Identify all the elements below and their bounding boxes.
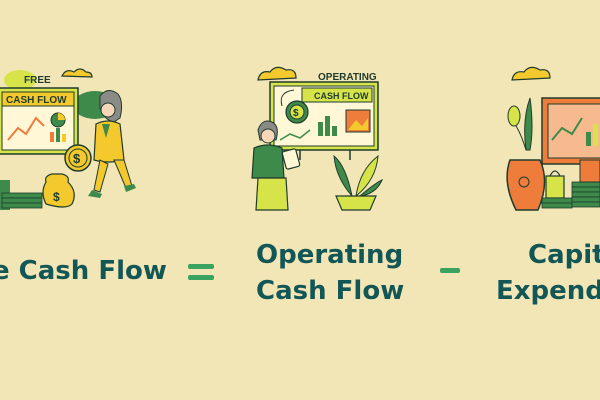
coin-inner-ring xyxy=(68,148,88,168)
person-shoe xyxy=(88,190,102,198)
bar-mark xyxy=(62,134,66,142)
bag-handle xyxy=(549,170,561,177)
capital-term-line2: Expendi xyxy=(496,276,600,306)
operating-term-line1: Operating xyxy=(256,240,404,270)
vase-shape xyxy=(506,159,546,211)
capital-expenditure-illustration xyxy=(506,66,600,211)
trend-line xyxy=(551,117,583,141)
equals-sign-bottom xyxy=(188,275,214,280)
capital-term-line1: Capit xyxy=(528,240,600,270)
cash-stack xyxy=(571,196,600,203)
free-cash-flow-term: e Cash Flow xyxy=(0,256,167,286)
equals-sign-top xyxy=(188,264,214,269)
bar-mark xyxy=(56,128,60,142)
coin-symbol: $ xyxy=(73,151,81,166)
person-head xyxy=(260,128,276,144)
free-cash-flow-illustration: CASH FLOW FREE $ $ xyxy=(0,68,136,210)
shopping-bag-icon xyxy=(545,175,565,199)
plant-leaf xyxy=(524,97,533,151)
person-head xyxy=(100,102,116,118)
board-title-banner xyxy=(1,91,75,107)
coin-inner-ring xyxy=(289,104,305,120)
money-bag-symbol: $ xyxy=(53,190,60,204)
cash-stack xyxy=(571,186,600,193)
cash-stack xyxy=(571,191,600,198)
bush-shape xyxy=(4,70,36,90)
person-shirt xyxy=(251,144,285,179)
bar-mark xyxy=(586,132,591,146)
plant-leaf xyxy=(333,154,353,198)
person-leg xyxy=(113,159,133,189)
cloud-icon xyxy=(511,66,551,81)
person-skirt xyxy=(255,177,289,211)
pie-slice xyxy=(58,113,65,120)
cash-stack xyxy=(541,202,573,209)
vase-pattern xyxy=(518,176,530,188)
free-sign-label: FREE xyxy=(24,75,51,86)
cloud-icon xyxy=(257,66,297,81)
person-leg xyxy=(93,159,109,193)
person-collar xyxy=(102,124,110,138)
cash-stack xyxy=(571,201,600,208)
cloud-icon xyxy=(61,68,93,78)
plant-leaf xyxy=(507,105,521,127)
box-shape xyxy=(579,159,600,183)
money-bag-icon xyxy=(42,173,75,208)
bar-mark xyxy=(325,116,330,136)
operating-term-line2: Cash Flow xyxy=(256,276,405,306)
plant-leaf xyxy=(355,154,379,198)
board-title: CASH FLOW xyxy=(6,95,67,106)
cash-stack xyxy=(1,197,43,204)
plant-leaf xyxy=(358,178,383,197)
operating-sign-label: OPERATING xyxy=(318,72,377,83)
bar-mark xyxy=(50,132,54,142)
mountain-shape xyxy=(348,118,368,130)
cash-stack xyxy=(1,192,43,199)
coin-symbol: $ xyxy=(293,108,299,119)
trend-line xyxy=(279,129,311,141)
minus-sign xyxy=(440,268,460,273)
operating-cash-flow-illustration: CASH FLOW $ OPERATING xyxy=(251,66,383,211)
plant-pot xyxy=(335,195,377,211)
board-title: CASH FLOW xyxy=(314,91,369,101)
cash-stack xyxy=(571,181,600,188)
cash-stack xyxy=(1,202,43,209)
trend-line xyxy=(7,116,45,141)
bar-mark xyxy=(332,126,337,136)
cycle-arrow xyxy=(280,89,295,107)
person-shoe xyxy=(124,184,136,192)
board-title-banner xyxy=(301,87,373,103)
cash-stack xyxy=(541,197,573,204)
tablet-icon xyxy=(281,148,301,170)
bar-mark xyxy=(318,122,323,136)
bar-mark xyxy=(593,124,598,146)
